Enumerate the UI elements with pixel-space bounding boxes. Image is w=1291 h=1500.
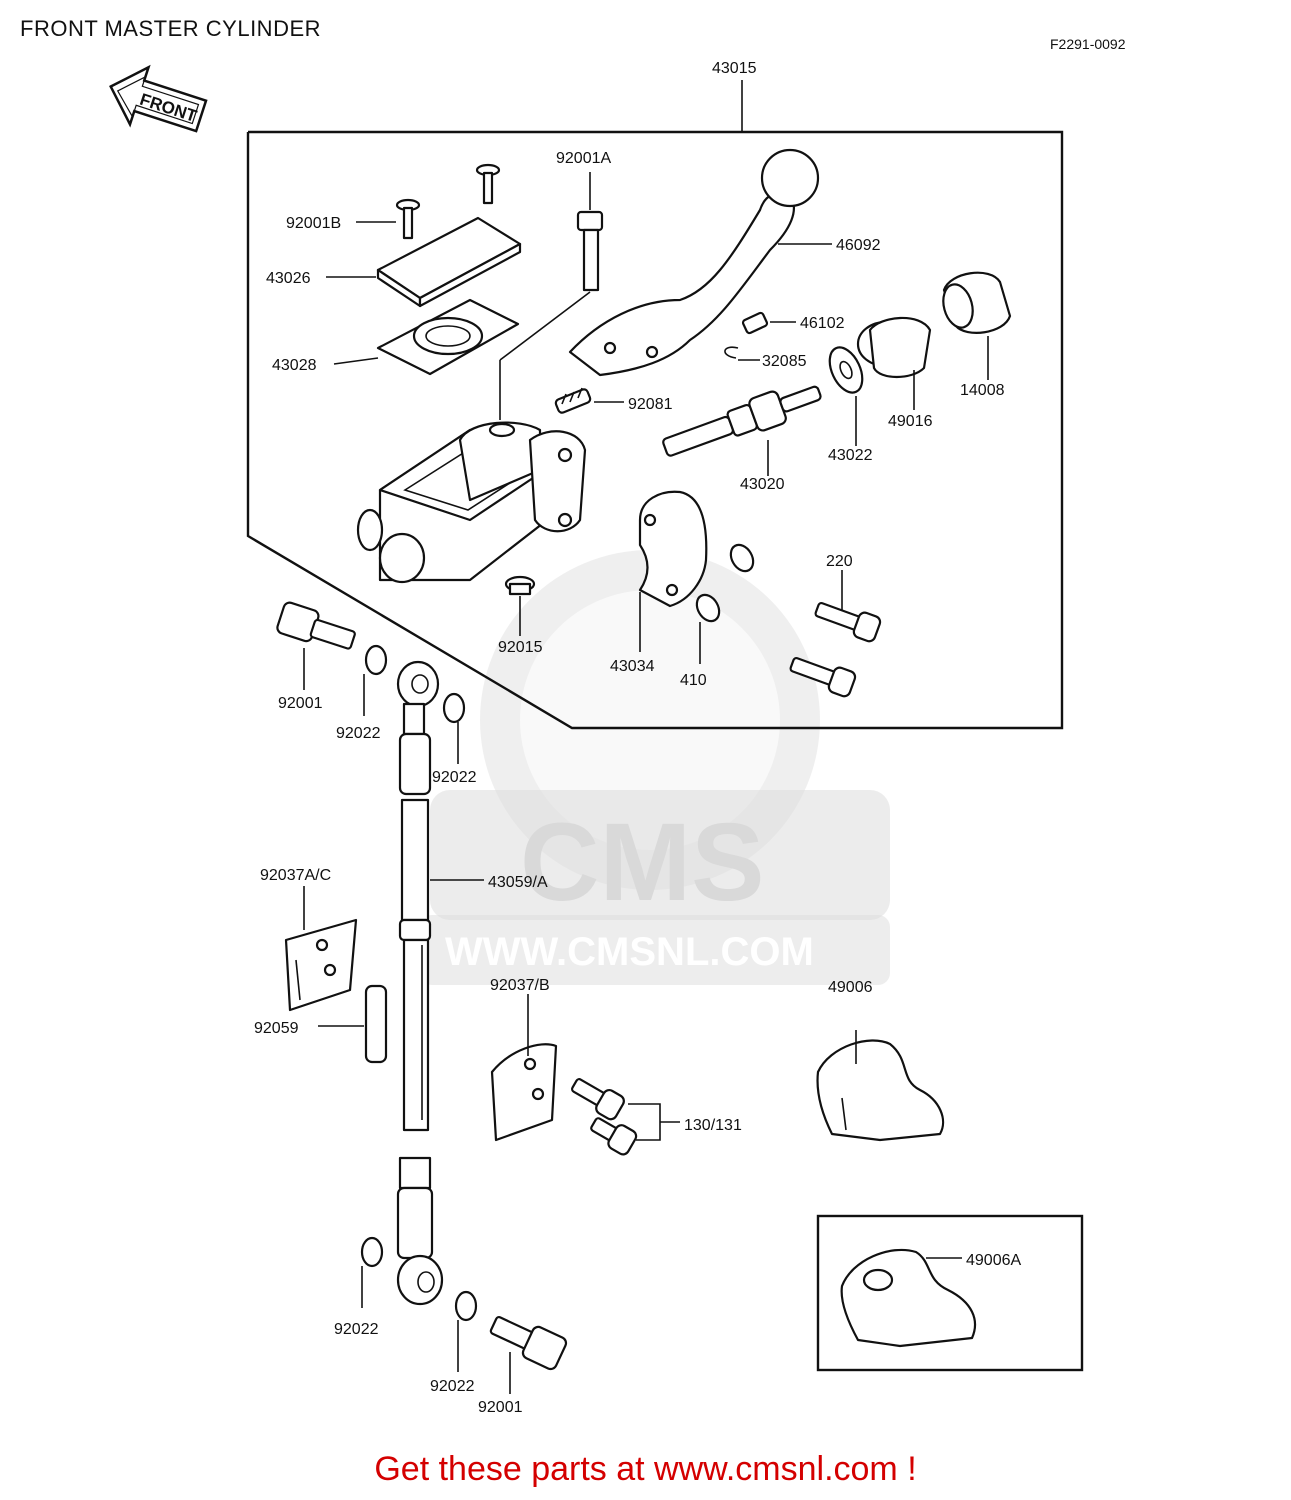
sealing-washer bbox=[364, 644, 388, 676]
label-220: 220 bbox=[826, 553, 853, 570]
label-92015: 92015 bbox=[498, 639, 543, 656]
label-46092: 46092 bbox=[836, 237, 881, 254]
return-spring bbox=[554, 387, 592, 414]
lever-cap bbox=[942, 271, 1012, 334]
label-130-131: 130/131 bbox=[684, 1117, 742, 1134]
banjo-bolt-bottom bbox=[489, 1316, 568, 1371]
label-92001-bottom: 92001 bbox=[478, 1399, 523, 1416]
hose-bracket-b bbox=[490, 1043, 558, 1142]
hose-sleeve bbox=[364, 984, 388, 1064]
label-43026: 43026 bbox=[266, 270, 311, 287]
handlebar-clamp bbox=[638, 490, 708, 608]
label-92022-d: 92022 bbox=[430, 1378, 475, 1395]
label-92001a: 92001A bbox=[556, 150, 611, 167]
label-43020: 43020 bbox=[740, 476, 785, 493]
label-43028: 43028 bbox=[272, 357, 317, 374]
dust-boot bbox=[856, 316, 932, 379]
piston-assembly bbox=[662, 385, 822, 457]
label-32085: 32085 bbox=[762, 353, 807, 370]
sealing-washer bbox=[442, 692, 466, 724]
watermark-url: WWW.CMSNL.COM bbox=[445, 930, 814, 974]
bracket-bolt bbox=[590, 1117, 638, 1156]
label-92001-top: 92001 bbox=[278, 695, 323, 712]
banjo-bolt-top bbox=[276, 601, 356, 650]
master-cylinder-cover-alt bbox=[840, 1248, 977, 1348]
label-410: 410 bbox=[680, 672, 707, 689]
label-49006a: 49006A bbox=[966, 1252, 1021, 1269]
parts-diagram: CMS WWW.CMSNL.COM FRONT 43015 92001B 430… bbox=[109, 60, 1084, 1416]
label-49016: 49016 bbox=[888, 413, 933, 430]
front-arrow-icon: FRONT bbox=[109, 64, 208, 133]
page-title: FRONT MASTER CYLINDER bbox=[20, 16, 322, 41]
label-43015: 43015 bbox=[712, 60, 757, 77]
pivot-bolt bbox=[576, 210, 604, 292]
sealing-washer bbox=[360, 1236, 384, 1268]
adjuster-screw bbox=[741, 311, 769, 335]
alternate-part-box bbox=[816, 1214, 1084, 1372]
sealing-washer bbox=[454, 1290, 478, 1322]
figure-code: F2291-0092 bbox=[1050, 36, 1126, 52]
assembly-frame bbox=[246, 130, 1064, 730]
piston-washer bbox=[828, 346, 864, 394]
master-cylinder-cover bbox=[816, 1039, 945, 1142]
clamp-washer bbox=[695, 593, 721, 623]
label-92037ac: 92037A/C bbox=[260, 867, 331, 884]
master-cylinder-body bbox=[356, 421, 587, 584]
label-14008: 14008 bbox=[960, 382, 1005, 399]
clamp-bolt bbox=[814, 601, 882, 643]
label-43022: 43022 bbox=[828, 447, 873, 464]
label-92059: 92059 bbox=[254, 1020, 299, 1037]
brake-hose bbox=[396, 660, 444, 1306]
bracket-bolt bbox=[571, 1078, 625, 1121]
label-43059a: 43059/A bbox=[488, 874, 548, 891]
label-92001b: 92001B bbox=[286, 215, 341, 232]
label-49006: 49006 bbox=[828, 979, 873, 996]
parts-link-banner[interactable]: Get these parts at www.cmsnl.com ! bbox=[374, 1450, 917, 1488]
cms-watermark: CMS WWW.CMSNL.COM bbox=[420, 550, 890, 985]
label-92081: 92081 bbox=[628, 396, 673, 413]
label-46102: 46102 bbox=[800, 315, 845, 332]
watermark-brand: CMS bbox=[520, 801, 764, 924]
clamp-bolt bbox=[789, 656, 857, 698]
clamp-washer bbox=[729, 543, 755, 573]
hose-bracket-ac bbox=[284, 918, 358, 1012]
reservoir-screw bbox=[395, 163, 501, 240]
label-92022-a: 92022 bbox=[336, 725, 381, 742]
label-92022-b: 92022 bbox=[432, 769, 477, 786]
circlip bbox=[724, 346, 739, 359]
label-43034: 43034 bbox=[610, 658, 655, 675]
brake-lever bbox=[568, 192, 795, 377]
label-92037b: 92037/B bbox=[490, 977, 550, 994]
label-92022-c: 92022 bbox=[334, 1321, 379, 1338]
bleeder-cap bbox=[504, 575, 536, 596]
